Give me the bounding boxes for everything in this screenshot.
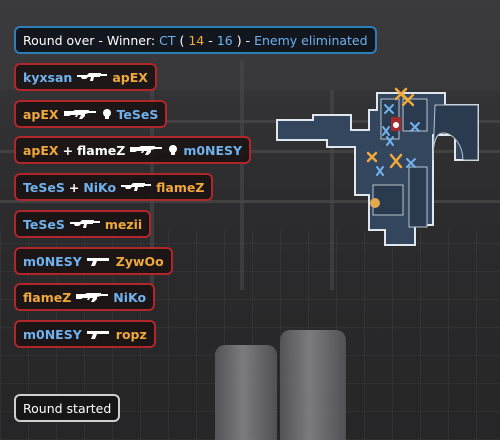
headshot-icon: [167, 144, 179, 156]
killer-name: flameZ: [23, 289, 72, 305]
pistol-icon: [86, 328, 112, 340]
kill-entry: TeSeS mezii: [14, 210, 152, 238]
victim-name: flameZ: [156, 179, 205, 195]
ak47-icon: [75, 291, 109, 303]
victim-name: m0NESY: [183, 142, 243, 158]
kill-entry: apEX TeSeS: [14, 100, 168, 128]
ak47-icon: [63, 108, 97, 120]
headshot-icon: [101, 108, 113, 120]
kill-entry: m0NESY ZywOo: [14, 247, 173, 275]
kill-entry: kyxsan apEX: [14, 63, 157, 91]
round-started-banner: Round started: [14, 394, 121, 422]
round-end-reason: Enemy eliminated: [254, 32, 368, 48]
round-started-label: Round started: [23, 400, 112, 416]
score-ct: 14: [188, 32, 205, 48]
victim-name: ropz: [115, 326, 147, 342]
assist-plus: +: [62, 142, 74, 158]
score-t: 16: [216, 32, 233, 48]
killer-name: kyxsan: [23, 69, 73, 85]
minimap: [276, 87, 479, 246]
kill-entry: apEX+flameZ m0NESY: [14, 136, 252, 164]
killer-name: apEX: [23, 106, 59, 122]
victim-name: NiKo: [113, 289, 147, 305]
assister-name: NiKo: [83, 179, 117, 195]
killer-name: TeSeS: [23, 179, 65, 195]
killer-name: TeSeS: [23, 216, 65, 232]
killer-name: m0NESY: [23, 253, 82, 269]
kill-entry: m0NESY ropz: [14, 320, 156, 348]
pistol-icon: [86, 255, 112, 267]
round-over-prefix: Round over - Winner:: [23, 32, 156, 48]
rifle-icon: [76, 71, 108, 83]
winner-team: CT: [159, 32, 176, 48]
victim-name: apEX: [112, 69, 148, 85]
rifle-icon: [69, 218, 101, 230]
kill-entry: flameZ NiKo: [14, 283, 156, 311]
kill-entry: TeSeS+NiKo flameZ: [14, 173, 214, 201]
victim-name: TeSeS: [116, 106, 159, 122]
victim-name: mezii: [104, 216, 143, 232]
ak47-icon: [129, 144, 163, 156]
killer-name: m0NESY: [23, 326, 82, 342]
killer-name: apEX: [23, 142, 59, 158]
victim-name: ZywOo: [115, 253, 164, 269]
rifle-icon: [120, 181, 152, 193]
round-over-banner: Round over - Winner: CT (14 - 16) - Enem…: [14, 26, 377, 54]
assister-name: flameZ: [77, 142, 126, 158]
assist-plus: +: [68, 179, 80, 195]
